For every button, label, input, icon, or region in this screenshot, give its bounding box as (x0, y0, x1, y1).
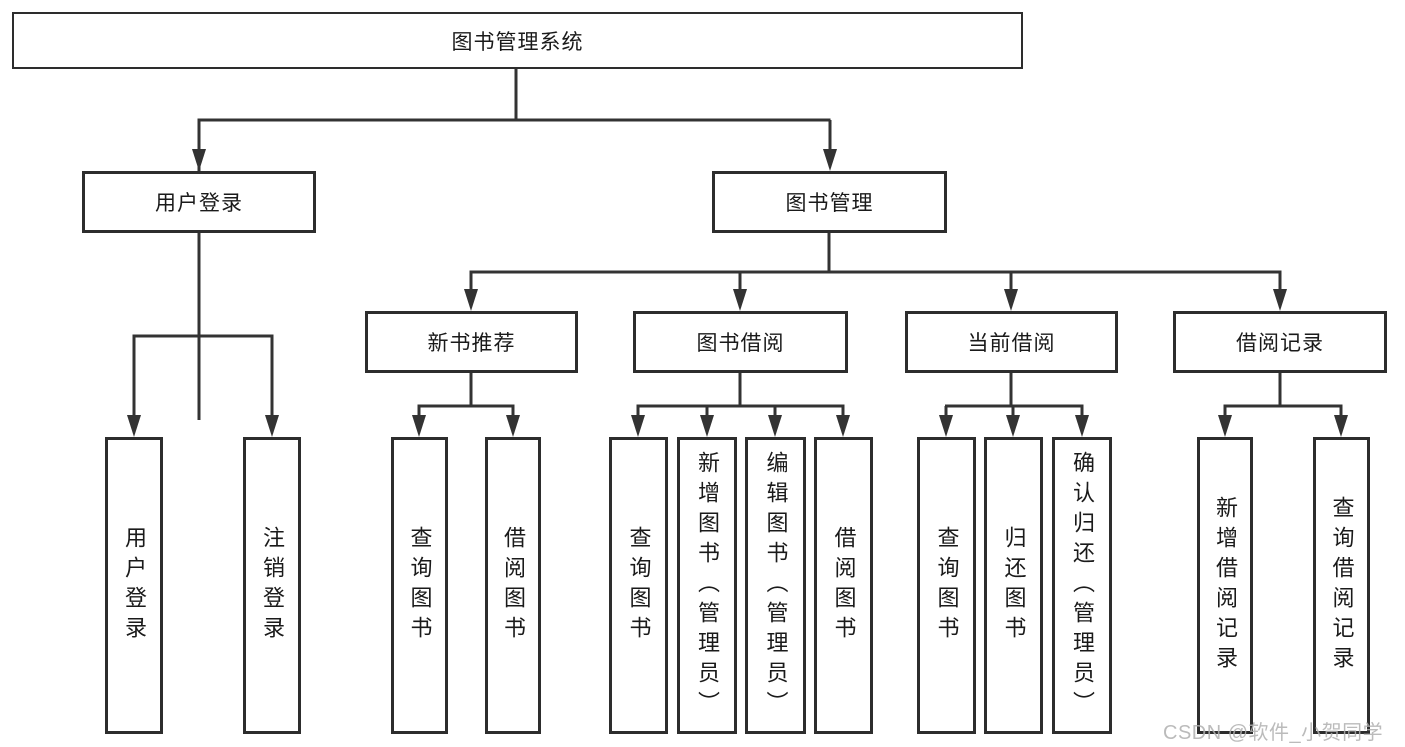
leaf-add-books-admin: 新增图书（管理员） (677, 437, 737, 734)
node-label: 图书管理系统 (451, 30, 584, 54)
node-book-borrowing: 图书借阅 (633, 311, 848, 373)
leaf-query-books-borrow: 查询图书 (609, 437, 668, 734)
node-user-login-branch: 用户登录 (82, 171, 316, 233)
leaf-edit-books-admin: 编辑图书（管理员） (745, 437, 806, 734)
node-borrowing-records: 借阅记录 (1173, 311, 1387, 373)
node-label: 图书借阅 (696, 332, 785, 355)
leaf-borrow-books-recommend: 借阅图书 (485, 437, 541, 734)
node-new-book-recommendation: 新书推荐 (365, 311, 578, 373)
node-label: 查询图书 (407, 525, 433, 646)
node-label: 查询图书 (626, 525, 652, 646)
leaf-user-login: 用户登录 (105, 437, 163, 734)
node-label: 归还图书 (1001, 525, 1027, 646)
leaf-confirm-return-admin: 确认归还（管理员） (1052, 437, 1112, 734)
csdn-watermark: CSDN @软件_小贺同学 (1163, 722, 1384, 744)
leaf-add-borrow-record: 新增借阅记录 (1197, 437, 1253, 734)
leaf-query-books-current: 查询图书 (917, 437, 976, 734)
node-label: 借阅图书 (831, 525, 857, 646)
node-label: 用户登录 (155, 192, 243, 215)
node-current-borrowing: 当前借阅 (905, 311, 1118, 373)
arrowhead-group (127, 149, 1348, 437)
node-label: 确认归还（管理员） (1070, 450, 1095, 721)
leaf-logout: 注销登录 (243, 437, 301, 734)
node-label: 当前借阅 (967, 332, 1056, 355)
node-label: 图书管理 (785, 192, 874, 215)
leaf-return-books: 归还图书 (984, 437, 1043, 734)
node-label: 查询借阅记录 (1329, 495, 1355, 676)
leaf-borrow-books: 借阅图书 (814, 437, 873, 734)
node-label: 用户登录 (122, 525, 147, 646)
node-root-library-system: 图书管理系统 (12, 12, 1023, 69)
node-label: 新书推荐 (427, 332, 516, 355)
node-label: 借阅图书 (501, 525, 526, 646)
leaf-query-borrow-record: 查询借阅记录 (1313, 437, 1370, 734)
node-label: 注销登录 (260, 525, 285, 646)
node-book-management-branch: 图书管理 (712, 171, 947, 233)
node-label: 编辑图书（管理员） (763, 450, 789, 721)
node-label: 借阅记录 (1236, 332, 1324, 355)
node-label: 新增图书（管理员） (695, 450, 720, 721)
node-label: 查询图书 (934, 525, 960, 646)
node-label: 新增借阅记录 (1213, 495, 1238, 676)
leaf-query-books-recommend: 查询图书 (391, 437, 448, 734)
